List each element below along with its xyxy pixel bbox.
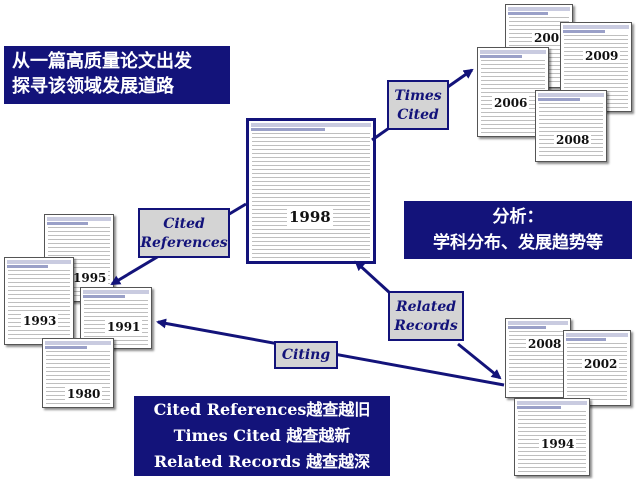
- related-doc-1994: 1994: [514, 398, 590, 476]
- tag-line: Cited: [163, 216, 205, 232]
- summary-box: Cited References越查越旧 Times Cited 越查越新 Re…: [134, 396, 390, 476]
- citing-label: Citing: [274, 341, 338, 369]
- summary-line-1: Cited References越查越旧: [153, 400, 371, 419]
- analysis-box: 分析： 学科分布、发展趋势等: [404, 201, 632, 259]
- doc-year: 2008: [526, 337, 564, 351]
- arrow-related-to-docs: [457, 342, 502, 380]
- title-line-2: 探寻该领域发展道路: [12, 76, 174, 97]
- tag-line: Times: [394, 88, 442, 104]
- doc-year: 1993: [21, 314, 59, 328]
- summary-line-3: Related Records 越查越深: [153, 452, 371, 471]
- tag-line: Related: [395, 299, 457, 315]
- doc-year: 2002: [582, 357, 620, 371]
- tag-line: References: [140, 235, 228, 251]
- doc-year: 2009: [583, 49, 621, 63]
- doc-year: 2006: [492, 96, 530, 110]
- related-records-label: Related Records: [388, 291, 464, 341]
- doc-year: 1991: [105, 320, 143, 334]
- doc-year: 1980: [65, 387, 103, 401]
- main-record: 1998: [246, 118, 376, 264]
- doc-year: 1994: [539, 437, 577, 451]
- related-doc-2002: 2002: [563, 330, 631, 406]
- doc-year: 2008: [554, 133, 592, 147]
- times-cited-doc-2008: 2008: [535, 90, 607, 162]
- times-cited-label: Times Cited: [387, 80, 449, 130]
- tag-line: Records: [394, 318, 458, 334]
- cited-references-label: Cited References: [138, 208, 230, 258]
- times-cited-doc-2006: 2006: [477, 47, 549, 137]
- related-doc-2008: 2008: [505, 318, 571, 398]
- tag-line: Cited: [397, 107, 439, 123]
- analysis-line-1: 分析：: [492, 207, 544, 227]
- doc-year: 1995: [71, 271, 109, 285]
- title-line-1: 从一篇高质量论文出发: [12, 51, 192, 72]
- analysis-line-2: 学科分布、发展趋势等: [433, 233, 603, 253]
- summary-line-2: Times Cited 越查越新: [173, 426, 351, 445]
- title-box: 从一篇高质量论文出发 探寻该领域发展道路: [4, 46, 230, 104]
- cited-ref-doc-1980: 1980: [42, 338, 114, 408]
- main-record-year: 1998: [287, 208, 333, 226]
- cited-ref-doc-1993: 1993: [4, 257, 74, 345]
